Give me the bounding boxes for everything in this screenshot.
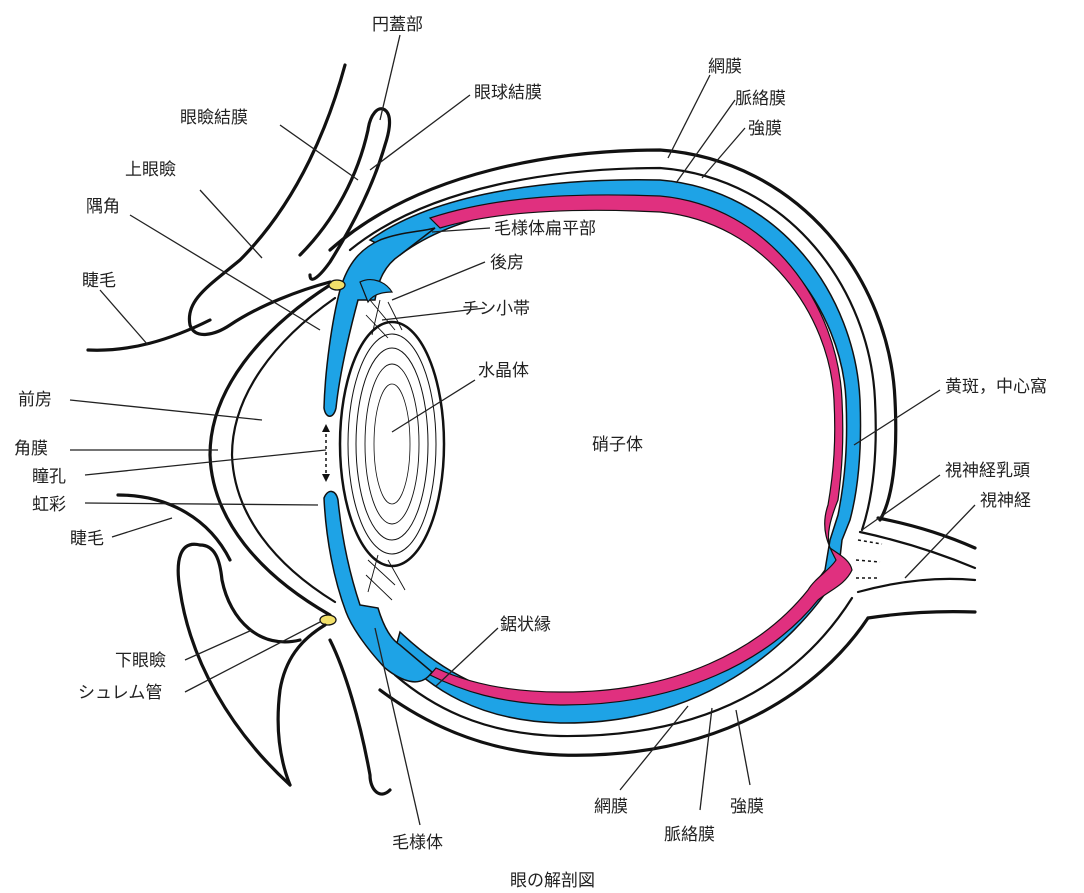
lower-eyelid — [178, 544, 390, 794]
label-kyoumaku-top: 強膜 — [748, 119, 782, 139]
label-doukou: 瞳孔 — [32, 467, 66, 487]
label-moumaku-top: 網膜 — [708, 57, 742, 77]
label-shoumou-top: 睫毛 — [82, 271, 116, 291]
label-kousai: 虹彩 — [32, 495, 66, 515]
label-kyoumaku-bottom: 強膜 — [730, 797, 764, 817]
label-shoshitai: 硝子体 — [592, 435, 643, 455]
label-chin-shoutai: チン小帯 — [462, 299, 530, 319]
cornea-inner — [232, 298, 335, 602]
labels: 円蓋部 眼瞼結膜 眼球結膜 上眼瞼 隅角 睫毛 前房 角膜 瞳孔 虹彩 睫毛 下… — [14, 15, 1047, 853]
label-kyojouen: 鋸状縁 — [500, 615, 551, 635]
label-kakumaku: 角膜 — [14, 439, 48, 459]
label-myakurakumaku-bottom: 脈絡膜 — [664, 825, 715, 845]
label-shishinkei: 視神経 — [980, 491, 1031, 511]
label-schlemm: シュレム管 — [78, 683, 162, 703]
cornea-outer — [210, 285, 330, 615]
optic-nerve — [856, 518, 975, 618]
label-moyoutai-henpeibu: 毛様体扁平部 — [494, 219, 596, 239]
label-koubou: 後房 — [490, 253, 524, 273]
diagram-caption: 眼の解剖図 — [510, 871, 595, 891]
label-ka-ganken: 下眼瞼 — [115, 650, 166, 671]
label-suishoutai: 水晶体 — [478, 361, 529, 381]
label-shishinkei-nyuutou: 視神経乳頭 — [945, 461, 1030, 481]
label-shoumou-bottom: 睫毛 — [70, 529, 104, 549]
label-ganken-ketsumaku: 眼瞼結膜 — [180, 107, 248, 128]
label-ouhan: 黄斑，中心窩 — [945, 377, 1047, 397]
label-moyoutai-bottom: 毛様体 — [392, 833, 443, 853]
eyelash-upper — [88, 320, 210, 350]
label-moumaku-bottom: 網膜 — [594, 797, 628, 817]
label-gukaku: 隅角 — [86, 197, 120, 217]
label-myakurakumaku-top: 脈絡膜 — [735, 89, 786, 109]
label-entaibu: 円蓋部 — [372, 15, 423, 35]
label-zenbo: 前房 — [18, 390, 52, 410]
label-jo-ganken: 上眼瞼 — [125, 159, 176, 180]
lens — [340, 322, 444, 566]
label-gankyu-ketsumaku: 眼球結膜 — [474, 83, 542, 103]
schlemm-canal-lower — [320, 615, 336, 625]
pupil-arrow — [322, 424, 330, 482]
